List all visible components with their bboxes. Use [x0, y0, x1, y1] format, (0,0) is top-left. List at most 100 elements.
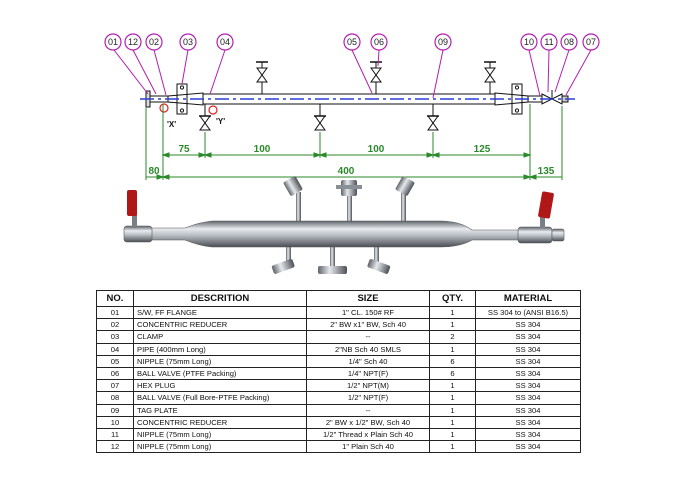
cell-qty: 1: [429, 427, 476, 442]
cell-qty: 1: [429, 403, 476, 417]
dim-135: 135: [538, 166, 555, 177]
photo-bottom-branch-2: [318, 243, 347, 274]
cell-description: CONCENTRIC REDUCER: [133, 415, 307, 429]
svg-text:08: 08: [564, 37, 574, 47]
cell-material: SS 304: [475, 318, 581, 332]
cell-no: 07: [96, 379, 134, 393]
cell-qty: 6: [429, 366, 476, 381]
section-mark-y: 'Y': [216, 117, 225, 126]
photo-right-valve-handle: [538, 191, 554, 219]
cell-description: HEX PLUG: [133, 379, 307, 393]
cell-material: SS 304: [475, 330, 581, 344]
section-mark-y-circle: [208, 105, 218, 115]
cell-material: SS 304: [475, 366, 581, 381]
photo-top-branch-3: [395, 176, 415, 222]
balloon-10: 10: [520, 33, 538, 51]
cell-no: 11: [96, 427, 134, 442]
svg-text:09: 09: [438, 37, 448, 47]
cell-size: 1" Plain Sch 40: [306, 440, 430, 454]
photo-left-flange: [123, 225, 153, 243]
cell-no: 02: [96, 318, 134, 332]
cell-description: TAG PLATE: [133, 403, 307, 417]
cell-no: 09: [96, 403, 134, 417]
section-mark-x: 'X': [167, 120, 176, 129]
cell-no: 04: [96, 342, 134, 356]
cell-description: PIPE (400mm Long): [133, 342, 307, 356]
cell-size: 1" CL. 150# RF: [306, 305, 430, 320]
dim-100-b: 100: [368, 144, 385, 155]
header-description: DESCRITION: [133, 290, 307, 307]
cell-qty: 1: [429, 379, 476, 393]
bottom-valve-1: [199, 104, 211, 131]
bottom-valve-2: [314, 104, 326, 131]
header-no: NO.: [96, 290, 134, 307]
balloon-08: 08: [560, 33, 578, 51]
photo-left-valve-stem: [132, 212, 137, 228]
table-header-row: NO. DESCRITION SIZE QTY. MATERIAL: [96, 290, 581, 307]
header-size: SIZE: [306, 290, 430, 307]
balloons: 01 12 02 03 04 05 06 09 10 11 08 07: [104, 33, 600, 51]
cell-material: SS 304: [475, 342, 581, 356]
cell-no: 03: [96, 330, 134, 344]
cell-description: NIPPLE (75mm Long): [133, 427, 307, 442]
photo-bottom-branch-1: [271, 243, 295, 274]
svg-text:10: 10: [524, 37, 534, 47]
cell-no: 05: [96, 354, 134, 368]
photo-top-branch-1: [283, 176, 303, 222]
cell-material: SS 304: [475, 440, 581, 454]
photo-left-valve-handle: [127, 190, 137, 216]
cell-no: 06: [96, 366, 134, 381]
cell-description: BALL VALVE (Full Bore-PTFE Packing): [133, 391, 307, 405]
top-valve-2: [370, 61, 382, 94]
cell-size: --: [306, 330, 430, 344]
cell-size: 1/2" Thread x Plain Sch 40: [306, 427, 430, 442]
svg-text:03: 03: [183, 37, 193, 47]
balloon-02: 02: [145, 33, 163, 51]
balloon-09: 09: [434, 33, 452, 51]
cell-size: 2" BW x 1/2" BW, Sch 40: [306, 415, 430, 429]
cell-description: BALL VALVE (PTFE Packing): [133, 366, 307, 381]
cell-description: CLAMP: [133, 330, 307, 344]
cell-size: 1/4" NPT(F): [306, 366, 430, 381]
cell-no: 01: [96, 305, 134, 320]
cell-material: SS 304: [475, 427, 581, 442]
cell-qty: 1: [429, 342, 476, 356]
balloon-04: 04: [216, 33, 234, 51]
svg-text:06: 06: [374, 37, 384, 47]
technical-drawing: 'X' 'Y' 01 12 02 03 04 05 06 09: [104, 33, 600, 180]
cell-size: 1/4" Sch 40: [306, 354, 430, 368]
svg-text:01: 01: [108, 37, 118, 47]
balloon-03: 03: [179, 33, 197, 51]
cell-size: 1/2" NPT(F): [306, 391, 430, 405]
cell-qty: 1: [429, 318, 476, 332]
manifold-photo: [123, 176, 565, 274]
cell-material: SS 304: [475, 403, 581, 417]
balloon-05: 05: [343, 33, 361, 51]
balloon-leaders: [113, 49, 592, 99]
svg-text:11: 11: [544, 37, 553, 47]
header-material: MATERIAL: [475, 290, 581, 307]
cell-material: SS 304 to (ANSI B16.5): [475, 305, 581, 320]
photo-right-valve-body: [517, 226, 553, 244]
svg-text:12: 12: [128, 37, 138, 47]
cell-qty: 6: [429, 354, 476, 368]
cell-no: 12: [96, 440, 134, 454]
photo-bottom-branch-3: [367, 243, 391, 274]
header-qty: QTY.: [429, 290, 476, 307]
cell-material: SS 304: [475, 415, 581, 429]
top-valve-1: [256, 61, 268, 94]
photo-right-valve-stem: [540, 212, 545, 228]
cell-qty: 1: [429, 440, 476, 454]
photo-top-branch-2: [336, 180, 362, 222]
dimension-values: 75 100 100 125 80 400 135: [148, 144, 554, 177]
